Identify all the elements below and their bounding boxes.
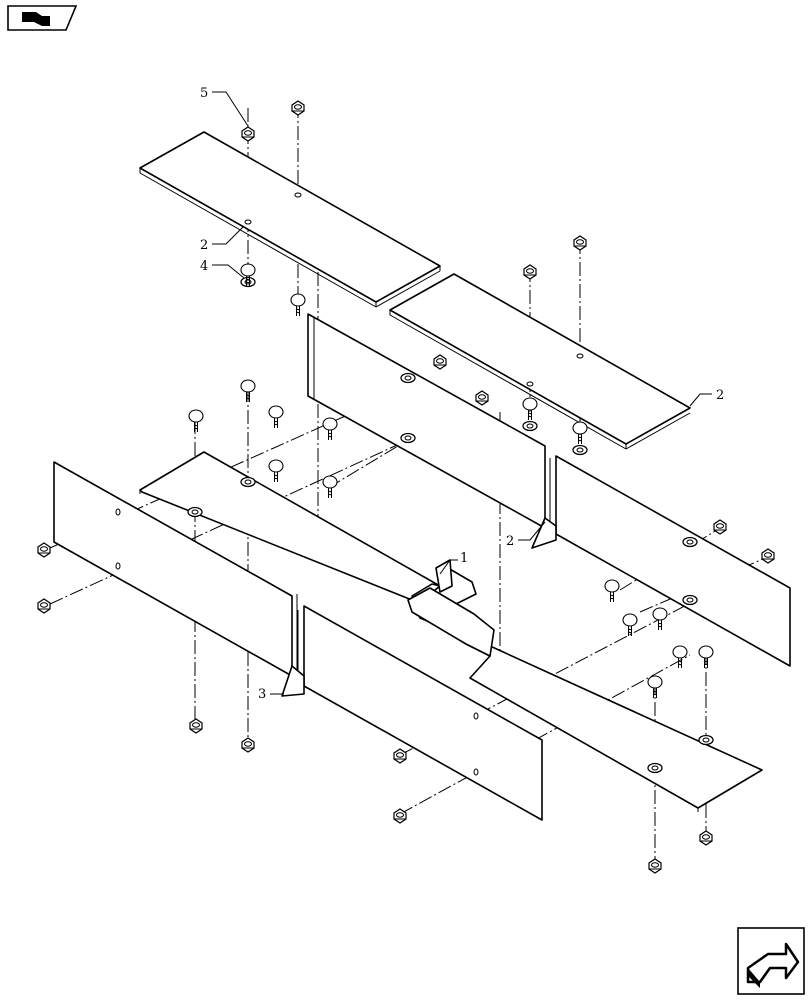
mounting-holes (115, 192, 584, 776)
base-channel-offset (407, 587, 495, 657)
callout-4: 4 (200, 259, 208, 274)
corner-tab-left (281, 665, 305, 697)
callout-1: 1 (460, 551, 468, 566)
right-side-wall (555, 455, 791, 667)
callout-3: 3 (258, 687, 266, 702)
callout-2-top-left: 2 (200, 238, 208, 253)
leader-lines (212, 91, 712, 695)
previous-page-icon[interactable] (7, 5, 78, 31)
callout-5: 5 (200, 86, 208, 101)
callout-2-right: 2 (506, 534, 514, 549)
callout-labels: 5 2 4 2 2 1 3 (200, 86, 724, 702)
front-right-wall (303, 605, 543, 821)
center-tab (435, 559, 453, 593)
next-page-icon[interactable] (737, 927, 805, 995)
top-right-plate (389, 273, 691, 445)
top-left-plate (139, 131, 441, 303)
callout-2-top-right: 2 (716, 388, 724, 403)
corner-tab-right (531, 517, 557, 549)
